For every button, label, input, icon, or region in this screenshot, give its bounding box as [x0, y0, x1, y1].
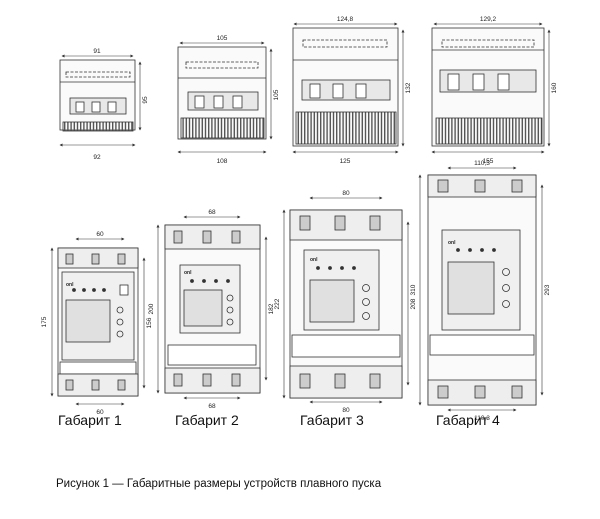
figure-caption: Рисунок 1 — Габаритные размеры устройств… [56, 478, 382, 490]
g4-width-top: 129,2 [480, 16, 497, 23]
front-view-g3 [289, 209, 403, 399]
g3-width-top: 124,8 [337, 16, 354, 23]
g3-height: 132 [405, 82, 412, 93]
g2-mount-bottom: 68 [208, 403, 216, 410]
g3-width-bottom: 125 [340, 158, 351, 165]
side-view-g3 [292, 27, 399, 147]
front-view-g2 [164, 224, 261, 394]
top-dimension-lines [59, 22, 551, 154]
g2-height-outer: 200 [148, 303, 155, 314]
g4-width-bottom: 155 [483, 158, 494, 165]
g3-mount-bottom: 80 [342, 407, 350, 414]
g4-height: 160 [551, 82, 558, 93]
g3-height-mount: 208 [410, 298, 417, 309]
g2-height-mount: 182 [268, 303, 275, 314]
label-g4: Габарит 4 [436, 412, 500, 428]
g2-height: 105 [273, 89, 280, 100]
g3-mount-top: 80 [342, 190, 350, 197]
g1-mount-top: 60 [96, 231, 104, 238]
g4-height-mount: 293 [544, 284, 551, 295]
g1-width-top: 91 [93, 48, 101, 55]
bottom-dimension-lines [50, 166, 544, 412]
g3-height-outer: 222 [274, 298, 281, 309]
brand-logo-g2: onl [184, 270, 192, 276]
g2-mount-top: 68 [208, 209, 216, 216]
g1-height-mount: 156 [146, 317, 153, 328]
brand-logo-g3: onl [310, 257, 318, 263]
g4-mount-bottom: 110,3 [474, 415, 490, 422]
front-view-g1 [57, 247, 139, 397]
g4-height-outer: 310 [410, 284, 417, 295]
brand-logo-g1: onl [66, 282, 74, 288]
g1-height: 95 [142, 96, 149, 104]
label-g1: Габарит 1 [58, 412, 122, 428]
bottom-dimension-labels: 60 60 175 156 68 68 200 182 80 80 222 20… [41, 160, 551, 422]
g4-mount-top: 110,3 [474, 160, 490, 167]
side-view-g2 [177, 46, 267, 140]
label-g3: Габарит 3 [300, 412, 364, 428]
side-view-g1 [59, 59, 136, 132]
g2-width-bottom: 108 [217, 158, 228, 165]
brand-logo-g4: onl [448, 240, 456, 246]
side-view-g4 [431, 27, 545, 147]
label-g2: Габарит 2 [175, 412, 239, 428]
g1-height-outer: 175 [41, 316, 48, 327]
g1-mount-bottom: 60 [96, 409, 104, 416]
front-view-g4 [427, 174, 537, 406]
g1-width-bottom: 92 [93, 154, 101, 161]
top-dimension-labels: 91 92 95 105 108 105 124,8 125 132 129,2… [93, 16, 558, 165]
g2-width-top: 105 [217, 35, 228, 42]
